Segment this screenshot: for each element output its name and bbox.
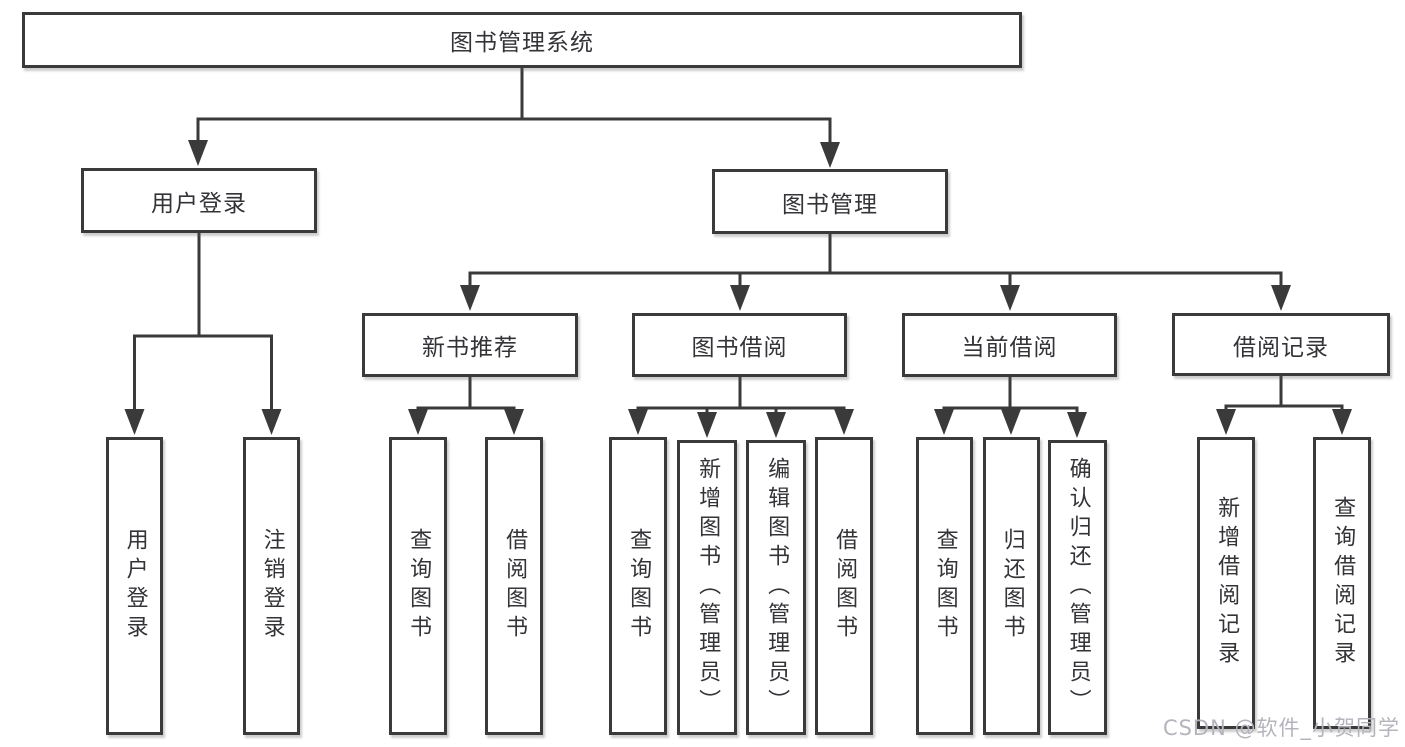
node-new-book-recommend: 新书推荐 — [362, 313, 578, 377]
connector-bookmgmt-to-level3 — [460, 233, 1291, 311]
connector-root-to-level2 — [188, 66, 840, 168]
leaf-query-book-borrowing: 查询图书 — [609, 437, 667, 735]
node-root-library-system: 图书管理系统 — [22, 12, 1022, 68]
node-book-borrowing: 图书借阅 — [632, 313, 847, 377]
leaf-borrow-book-recommend: 借阅图书 — [485, 437, 543, 735]
connector-userlogin-to-leaves — [124, 233, 282, 435]
connector-newbook-to-leaves — [408, 377, 524, 435]
leaf-query-book-recommend: 查询图书 — [389, 437, 447, 735]
leaf-return-book: 归还图书 — [983, 437, 1040, 735]
leaf-query-book-current: 查询图书 — [916, 437, 973, 735]
leaf-logout: 注销登录 — [243, 437, 300, 735]
node-borrowing-records: 借阅记录 — [1172, 313, 1390, 376]
connector-borrow-to-leaves — [628, 377, 854, 438]
connector-current-to-leaves — [934, 377, 1087, 438]
node-current-borrowing: 当前借阅 — [902, 313, 1117, 377]
node-user-login: 用户登录 — [81, 168, 317, 233]
leaf-add-book-admin: 新增图书（管理员） — [677, 440, 737, 735]
connector-records-to-leaves — [1216, 376, 1352, 435]
leaf-query-borrow-record: 查询借阅记录 — [1313, 437, 1371, 729]
leaf-add-borrow-record: 新增借阅记录 — [1197, 437, 1255, 729]
leaf-edit-book-admin: 编辑图书（管理员） — [746, 440, 806, 735]
leaf-user-login: 用户登录 — [106, 437, 163, 735]
leaf-borrow-book: 借阅图书 — [815, 437, 873, 735]
leaf-confirm-return-admin: 确认归还（管理员） — [1048, 440, 1107, 735]
node-book-management: 图书管理 — [712, 169, 948, 234]
csdn-watermark: CSDN @软件_小贺同学 — [1162, 716, 1400, 740]
